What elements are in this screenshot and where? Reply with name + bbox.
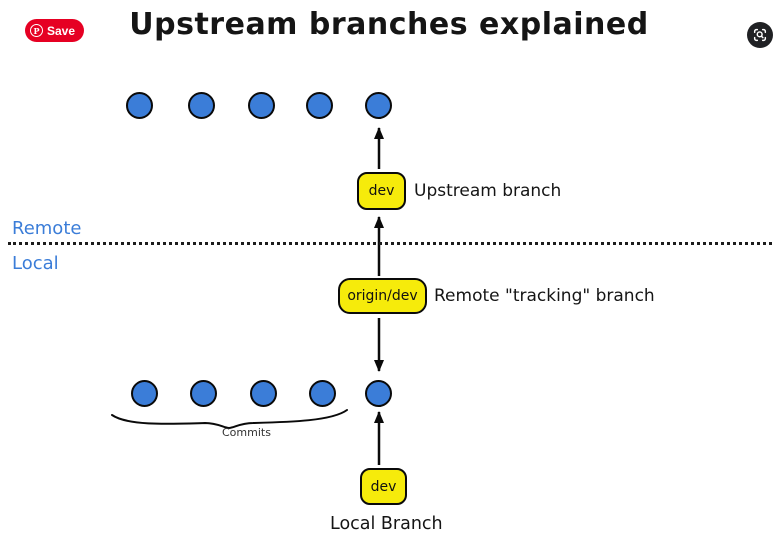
upstream-branch-box: dev [357,172,406,210]
commit-node [190,380,217,407]
lens-search-icon [753,28,767,42]
tracking-branch-annotation: Remote "tracking" branch [434,286,655,306]
local-branch-annotation: Local Branch [330,514,443,534]
remote-local-divider [8,242,772,245]
pinterest-logo-icon: P [30,24,43,37]
commit-node [306,92,333,119]
commit-node [250,380,277,407]
commit-node [131,380,158,407]
tracking-branch-box: origin/dev [338,278,427,314]
local-branch-box: dev [360,468,407,505]
page-title: Upstream branches explained [129,7,649,42]
upstream-branch-annotation: Upstream branch [414,181,562,201]
remote-zone-label: Remote [12,218,82,239]
pinterest-save-button[interactable]: P Save [25,19,85,42]
commit-node [188,92,215,119]
commit-node [248,92,275,119]
commit-node [309,380,336,407]
lens-search-button[interactable] [747,22,773,48]
commit-node [365,92,392,119]
save-button-label: Save [47,23,76,38]
commits-annotation: Commits [222,426,271,439]
commit-node [365,380,392,407]
commit-node [126,92,153,119]
local-zone-label: Local [12,253,59,274]
